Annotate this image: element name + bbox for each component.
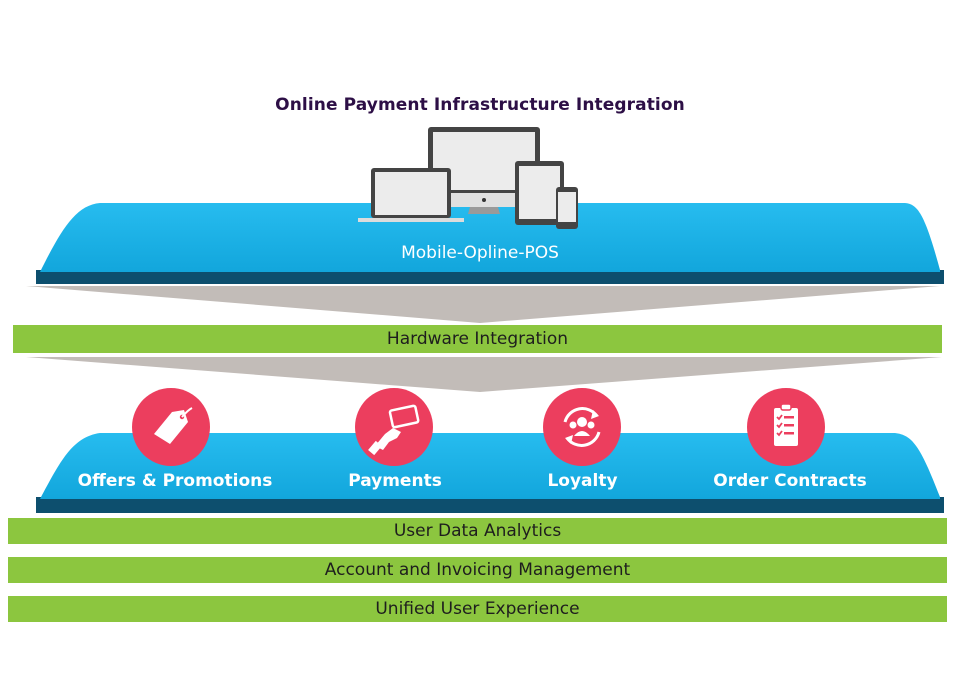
payments-icon-circle: [355, 388, 433, 466]
loyalty-cycle-icon: [563, 407, 601, 447]
devices-icon: [358, 127, 578, 229]
user-data-analytics-bar: User Data Analytics: [8, 518, 947, 544]
loyalty-icon-circle: [543, 388, 621, 466]
order-contracts-icon-circle: [747, 388, 825, 466]
hardware-integration-label: Hardware Integration: [386, 329, 569, 349]
bottom-platform-base: [36, 497, 944, 513]
feature-offers-promotions: Offers & Promotions: [77, 471, 273, 491]
top-platform-surface: [40, 203, 940, 272]
unified-user-experience-bar: Unified User Experience: [8, 596, 947, 622]
feature-loyalty: Loyalty: [547, 471, 618, 491]
diagram-title: Online Payment Infrastructure Integratio…: [275, 95, 685, 115]
account-invoicing-label: Account and Invoicing Management: [324, 560, 631, 580]
unified-user-experience-label: Unified User Experience: [375, 599, 580, 619]
bottom-platform-surface: [40, 433, 940, 499]
hardware-integration-bar: Hardware Integration: [13, 325, 942, 353]
card-hand-icon: [368, 404, 420, 456]
bottom-platform: [36, 433, 944, 513]
offers-icon-circle: [132, 388, 210, 466]
funnel-lower: [26, 357, 942, 392]
clipboard-checklist-icon: [774, 403, 798, 446]
feature-order-contracts: Order Contracts: [713, 471, 867, 491]
top-platform-label: Mobile-Opline-POS: [401, 243, 559, 263]
tag-icon: [154, 407, 193, 444]
account-invoicing-bar: Account and Invoicing Management: [8, 557, 947, 583]
feature-payments: Payments: [348, 471, 442, 491]
funnel-upper: [26, 286, 940, 323]
user-data-analytics-label: User Data Analytics: [393, 521, 562, 541]
top-platform-base: [36, 270, 944, 284]
top-platform: [36, 203, 944, 284]
